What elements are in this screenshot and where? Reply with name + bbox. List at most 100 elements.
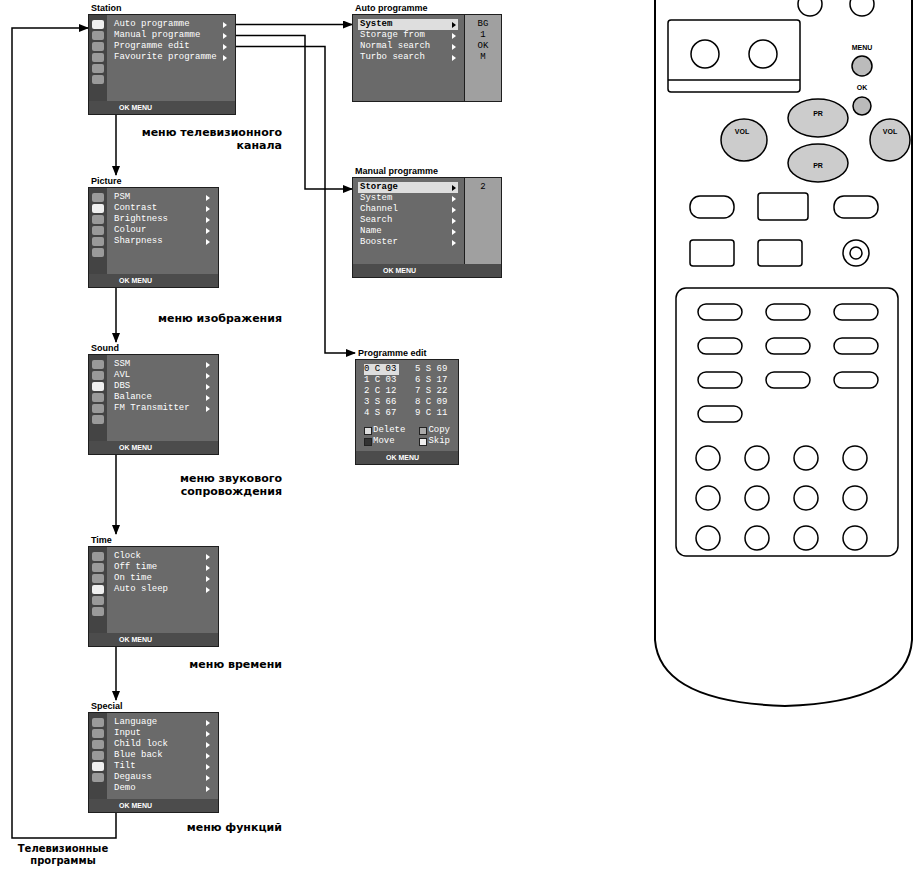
oval-button: [766, 304, 810, 320]
menu-list: SSMAVLDBSBalanceFM Transmitter: [107, 355, 218, 441]
number-button: [745, 486, 769, 510]
menu-item: System: [358, 19, 458, 30]
programme-entry: 3 S 66: [364, 397, 399, 408]
programme-entry: 5 S 69: [415, 364, 450, 375]
menu-list: ClockOff timeOn timeAuto sleep: [107, 547, 218, 633]
menu-item: Contrast: [112, 203, 212, 214]
button-panel: [668, 20, 800, 92]
programme-entry: 9 C 11: [415, 408, 450, 419]
menu-screen: SoundSSMAVLDBSBalanceFM TransmitterOK ME…: [88, 342, 219, 455]
programme-entry: 6 S 17: [415, 375, 450, 386]
oval-button: [698, 406, 742, 422]
round-button: [691, 40, 719, 68]
menu-title: Special: [88, 700, 219, 712]
menu-screen: SpecialLanguageInputChild lockBlue backT…: [88, 700, 219, 813]
menu-list: LanguageInputChild lockBlue backTiltDega…: [107, 713, 218, 799]
screen-body: 0 C 035 S 691 C 036 S 172 C 127 S 223 S …: [356, 360, 458, 451]
menu-item: DBS: [112, 381, 212, 392]
menu-item: Sharpness: [112, 236, 212, 247]
menu-icon: [92, 762, 104, 771]
menu-icon: [92, 248, 104, 257]
key-function: Move: [364, 436, 405, 447]
menu-item: Tilt: [112, 761, 212, 772]
menu-icon: [92, 42, 104, 51]
menu-item: Auto sleep: [112, 584, 212, 595]
pr-down-button: [788, 144, 848, 182]
menu-title: Sound: [88, 342, 219, 354]
menu-connector: [12, 28, 116, 838]
menu-item: Clock: [112, 551, 212, 562]
screen-body: SystemStorage fromNormal searchTurbo sea…: [353, 15, 501, 101]
menu-item: Child lock: [112, 739, 212, 750]
menu-icon: [92, 751, 104, 760]
programme-entry: 7 S 22: [415, 386, 450, 397]
screen-panel: LanguageInputChild lockBlue backTiltDega…: [88, 712, 219, 813]
key-function: Skip: [419, 436, 450, 447]
menu-item: Turbo search: [358, 52, 458, 63]
screen-body: Auto programmeManual programmeProgramme …: [89, 15, 235, 101]
help-bar: OK MENU: [89, 799, 218, 812]
menu-screen: TimeClockOff timeOn timeAuto sleepOK MEN…: [88, 534, 219, 647]
menu-icon: [92, 729, 104, 738]
menu-item: Off time: [112, 562, 212, 573]
menu-item: Brightness: [112, 214, 212, 225]
button-label: PR: [813, 110, 823, 118]
menu-caption: меню времени: [132, 658, 282, 671]
menu-list: PSMContrastBrightnessColourSharpness: [107, 188, 218, 274]
menu-caption: меню телевизионного канала: [132, 126, 282, 152]
menu-icon: [92, 740, 104, 749]
number-button: [843, 486, 867, 510]
button-label: VOL: [735, 128, 749, 136]
remote-buttons: [668, 0, 910, 556]
menu-connector: [236, 47, 355, 354]
menu-item: Demo: [112, 783, 212, 794]
menu-icon: [92, 75, 104, 84]
menu-item: AVL: [112, 370, 212, 381]
number-button: [696, 526, 720, 550]
menu-button: [852, 56, 872, 76]
setting-value: 2: [471, 182, 495, 193]
screen-panel: ClockOff timeOn timeAuto sleepOK MENU: [88, 546, 219, 647]
programme-entry: 4 S 67: [364, 408, 399, 419]
menu-icon: [92, 226, 104, 235]
number-button: [794, 526, 818, 550]
function-button: [758, 240, 802, 266]
menu-icon: [92, 773, 104, 782]
menu-title: Auto programme: [352, 2, 502, 14]
top-button: [798, 0, 822, 16]
menu-item: Balance: [112, 392, 212, 403]
menu-icon: [92, 393, 104, 402]
menu-icon: [92, 607, 104, 616]
menu-icon: [92, 360, 104, 369]
menu-item: Auto programme: [112, 19, 229, 30]
menu-item: FM Transmitter: [112, 403, 212, 414]
number-button: [843, 446, 867, 470]
keypad-panel: [676, 288, 898, 556]
screen-panel: SystemStorage fromNormal searchTurbo sea…: [352, 14, 502, 102]
button-label: PR: [813, 162, 823, 170]
icon-sidebar: [89, 188, 107, 274]
key-legend: DeleteCopyMoveSkip: [356, 423, 458, 451]
number-button: [745, 526, 769, 550]
round-button: [749, 40, 777, 68]
menu-item: Colour: [112, 225, 212, 236]
number-button: [794, 486, 818, 510]
menu-item: Normal search: [358, 41, 458, 52]
menu-icon: [92, 404, 104, 413]
ok-button: [853, 97, 871, 115]
menu-title: Picture: [88, 175, 219, 187]
oval-button: [834, 304, 878, 320]
menu-caption: меню звукового сопровождения: [132, 472, 282, 498]
key-function: Delete: [364, 425, 405, 436]
menu-item: Search: [358, 215, 458, 226]
screen-body: ClockOff timeOn timeAuto sleep: [89, 547, 218, 633]
menu-icon: [92, 193, 104, 202]
setting-value: 1: [471, 30, 495, 41]
menu-list: StorageSystemChannelSearchNameBooster: [353, 178, 464, 264]
help-bar: OK MENU: [89, 274, 218, 287]
menu-icon: [92, 596, 104, 605]
menu-item: Storage: [358, 182, 458, 193]
menu-caption: Телевизионные программы: [2, 843, 124, 867]
screen-panel: Auto programmeManual programmeProgramme …: [88, 14, 236, 115]
programme-entry: 0 C 03: [364, 364, 399, 375]
